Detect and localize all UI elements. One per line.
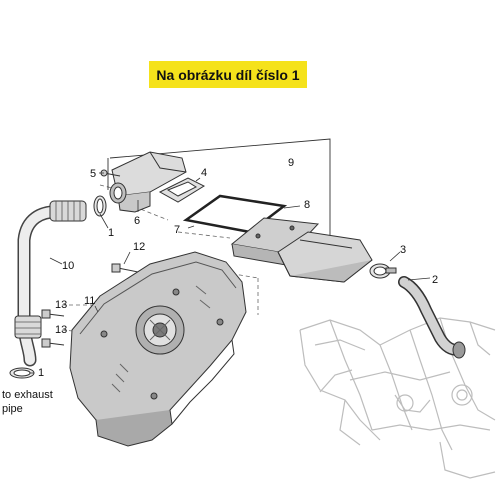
hose-part-2 xyxy=(398,276,466,359)
part-number-banner: Na obrázku díl číslo 1 xyxy=(149,61,307,88)
callout-labels: 1 2 3 4 5 6 7 8 9 10 11 12 13 13 1 xyxy=(38,157,438,379)
inlet-duct-part-6 xyxy=(109,151,187,213)
scooter-frame xyxy=(299,317,496,479)
screw-part-13-upper xyxy=(41,309,65,319)
gasket-part-4 xyxy=(158,177,206,203)
callout-6: 6 xyxy=(134,215,140,227)
callout-3: 3 xyxy=(400,244,406,256)
callout-9: 9 xyxy=(288,157,294,169)
callout-4: 4 xyxy=(201,167,207,179)
filter-cover-part-9 xyxy=(277,231,373,283)
callout-13-lower: 13 xyxy=(55,324,67,336)
callout-13-upper: 13 xyxy=(55,299,67,311)
exhaust-note-line-1: to exhaust xyxy=(2,389,53,401)
screw-part-12 xyxy=(111,263,139,273)
exhaust-note-line-2: pipe xyxy=(2,403,23,415)
callout-1-lower: 1 xyxy=(38,367,44,379)
callout-7: 7 xyxy=(174,224,180,236)
hose-clamp-upper xyxy=(93,195,107,217)
exhaust-note: to exhaust pipe xyxy=(2,389,53,415)
clamp-part-3 xyxy=(369,263,397,279)
callout-2: 2 xyxy=(432,274,438,286)
callout-1-upper: 1 xyxy=(108,227,114,239)
hose-part-10 xyxy=(14,200,87,367)
callout-12: 12 xyxy=(133,241,145,253)
callout-5: 5 xyxy=(90,168,96,180)
banner-text: Na obrázku díl číslo 1 xyxy=(156,66,300,83)
callout-11: 11 xyxy=(84,295,95,307)
seal-ring-part-7 xyxy=(182,194,288,234)
transmission-cover-part-11 xyxy=(69,251,247,447)
screw-part-13-lower xyxy=(41,338,65,348)
callout-8: 8 xyxy=(304,199,310,211)
hose-clamp-lower xyxy=(9,367,35,379)
callout-10: 10 xyxy=(62,260,74,272)
leader-lines xyxy=(30,172,431,374)
